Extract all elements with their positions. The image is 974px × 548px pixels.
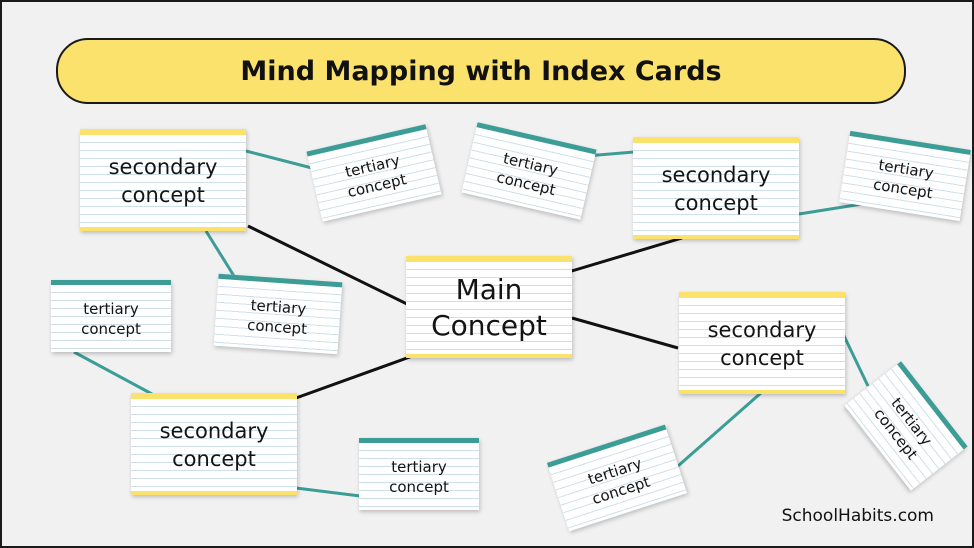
link-main-to-secondary-tr bbox=[554, 236, 683, 278]
tertiary-label: tertiary concept bbox=[343, 150, 408, 201]
tertiary-label: tertiary concept bbox=[585, 453, 653, 508]
title-banner: Mind Mapping with Index Cards bbox=[56, 38, 906, 104]
secondary-card-bottom-left: secondary concept bbox=[131, 393, 297, 495]
secondary-card-top-right: secondary concept bbox=[633, 137, 799, 239]
link-main-to-secondary-bl bbox=[295, 352, 419, 400]
diagram-title: Mind Mapping with Index Cards bbox=[240, 55, 722, 87]
secondary-label: secondary concept bbox=[108, 155, 218, 207]
main-concept-card: Main Concept bbox=[406, 256, 572, 358]
link-sec-tr-to-ter-2 bbox=[798, 202, 863, 216]
link-sec-r-to-ter-2 bbox=[677, 390, 763, 468]
tertiary-card-4: tertiary concept bbox=[51, 280, 171, 352]
link-main-to-secondary-tl bbox=[247, 224, 408, 306]
tertiary-label: tertiary concept bbox=[495, 148, 560, 199]
secondary-card-top-left: secondary concept bbox=[80, 129, 246, 231]
secondary-card-right: secondary concept bbox=[679, 292, 845, 394]
secondary-label: secondary concept bbox=[661, 163, 771, 215]
tertiary-card-5: tertiary concept bbox=[213, 273, 343, 355]
link-sec-bl-to-ter-1 bbox=[73, 350, 153, 396]
secondary-label: secondary concept bbox=[707, 318, 817, 370]
link-main-to-secondary-r bbox=[571, 316, 679, 350]
brand-watermark: SchoolHabits.com bbox=[781, 506, 934, 526]
link-sec-tl-to-ter-2 bbox=[204, 230, 236, 277]
main-concept-label: Main Concept bbox=[431, 273, 547, 342]
tertiary-label: tertiary concept bbox=[872, 155, 936, 202]
link-sec-tl-to-ter-1 bbox=[245, 149, 313, 170]
tertiary-label: tertiary concept bbox=[246, 295, 308, 338]
link-sec-bl-to-ter-2 bbox=[295, 486, 361, 498]
secondary-label: secondary concept bbox=[159, 419, 269, 471]
tertiary-label: tertiary concept bbox=[81, 299, 141, 338]
tertiary-label: tertiary concept bbox=[389, 457, 449, 496]
tertiary-card-8: tertiary concept bbox=[359, 438, 479, 510]
